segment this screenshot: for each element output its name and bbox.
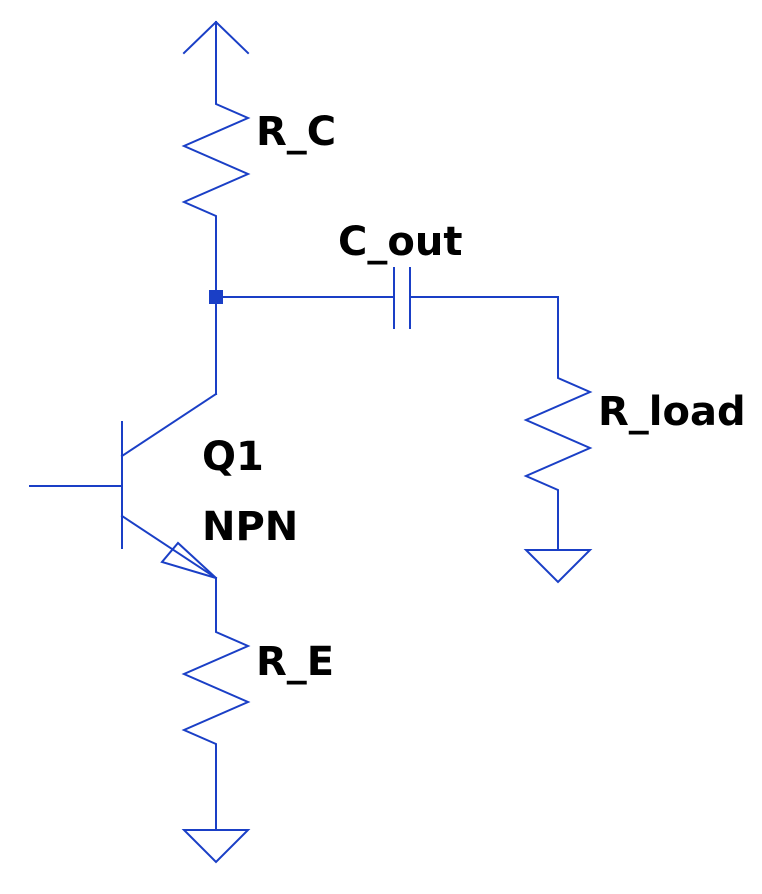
supply-arrow-icon (182, 20, 250, 99)
ground-icon (181, 749, 251, 864)
output-capacitor-label: C_out (338, 219, 462, 265)
npn-transistor-icon (29, 392, 218, 580)
collector-resistor-label: R_C (256, 109, 336, 155)
load-resistor-label: R_load (598, 389, 746, 435)
load-resistor (523, 375, 593, 497)
emitter-resistor-label: R_E (256, 639, 334, 685)
output-capacitor (393, 267, 411, 329)
transistor-name-label: Q1 (202, 434, 264, 480)
ground-icon (523, 495, 593, 584)
transistor-type-label: NPN (202, 504, 298, 550)
output-wire-right (409, 296, 559, 377)
emitter-resistor (181, 627, 251, 751)
collector-resistor (181, 97, 251, 225)
